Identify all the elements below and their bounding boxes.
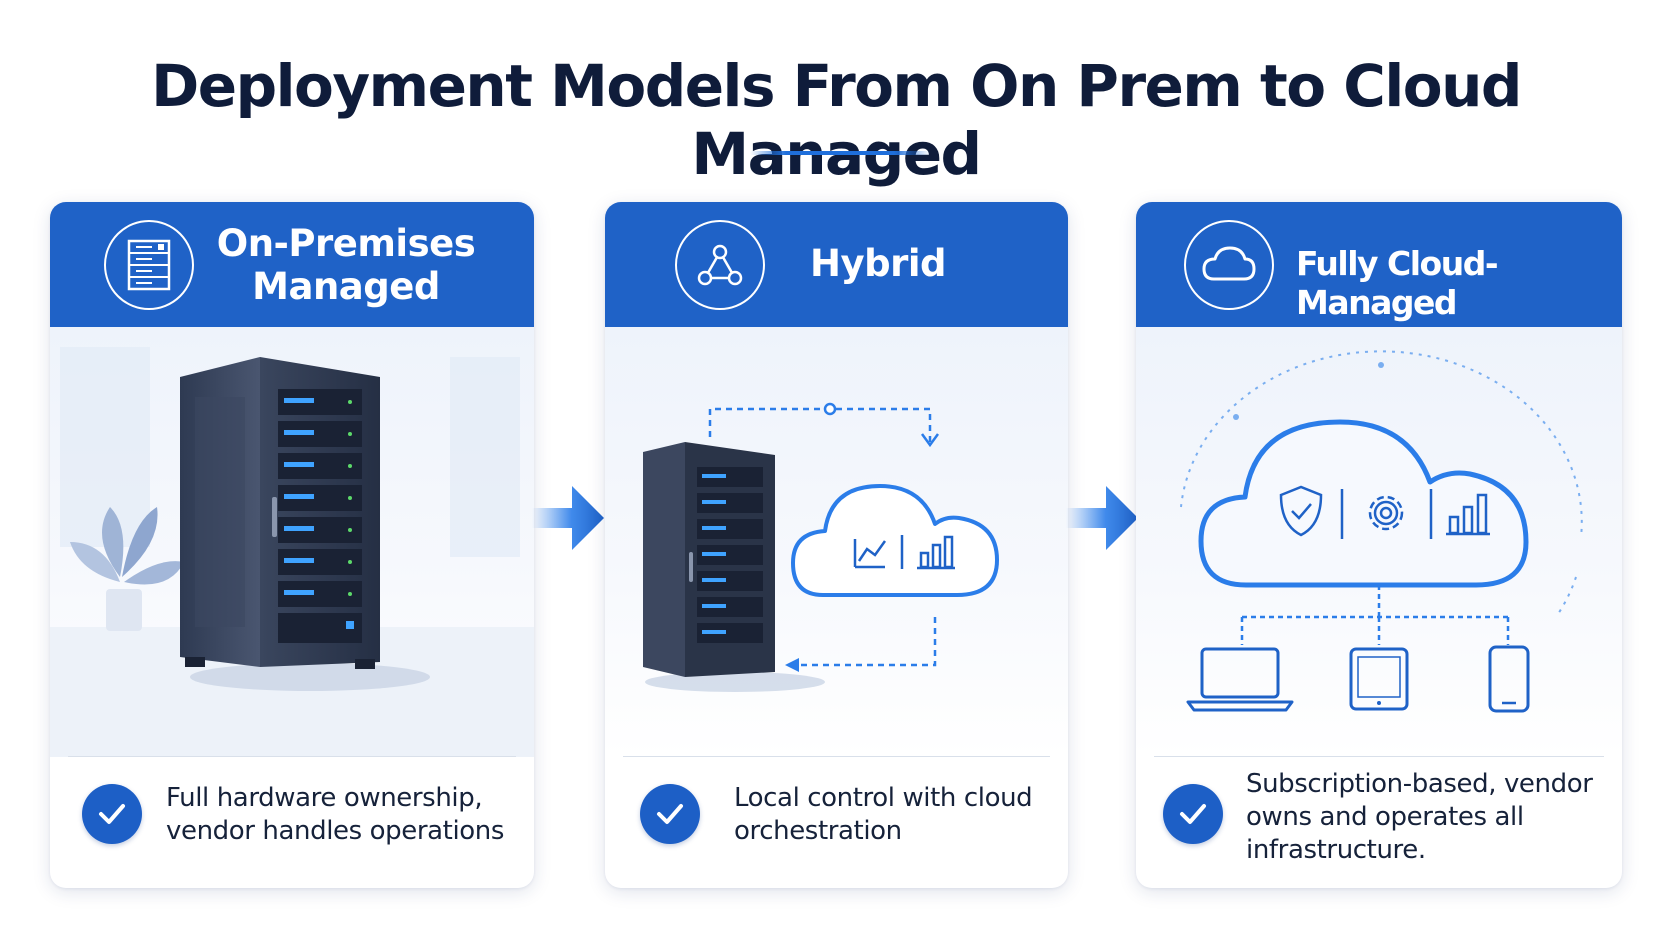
cloud-icon [1198,419,1529,588]
arrow-right-icon [1066,486,1138,550]
card-title: Hybrid [810,242,947,285]
shield-check-icon [1279,485,1323,537]
hybrid-illustration [605,327,1068,757]
check-icon [82,784,142,844]
card-description: Subscription-based, vendor owns and oper… [1246,769,1593,865]
server-unit-lights [697,467,763,643]
cloud-icon [791,484,999,597]
card-title: On-Premises Managed [216,222,476,308]
plant-icon [70,507,184,631]
card-fully-cloud-managed: Fully Cloud-Managed [1136,202,1622,888]
card-title: Fully Cloud-Managed [1296,244,1499,322]
network-nodes-icon [675,220,765,310]
card-title-line1: On-Premises [216,222,476,265]
card-title-line2: Managed [252,265,440,308]
card-divider [1154,756,1604,757]
server-rack-illustration [50,327,534,757]
gear-icon [1368,495,1404,531]
line-chart-icon [853,539,887,569]
bar-chart-icon [917,535,955,570]
card-header: Hybrid [605,202,1068,327]
card-on-premises: On-Premises Managed [50,202,534,888]
phone-icon [1488,645,1530,713]
title-underline [750,151,930,155]
check-icon [1163,784,1223,844]
card-hybrid: Hybrid [605,202,1068,888]
laptop-icon [1186,647,1294,712]
check-icon [640,784,700,844]
card-description: Local control with cloud orchestration [734,783,1033,846]
server-rack-icon [104,220,194,310]
server-unit-lights [278,389,362,643]
cloud-managed-illustration [1136,327,1622,757]
card-divider [623,756,1050,757]
arrow-right-icon [532,486,604,550]
cloud-icon [1184,220,1274,310]
bar-chart-icon [1446,493,1490,536]
card-divider [68,756,516,757]
tablet-icon [1349,647,1409,711]
card-description: Full hardware ownership, vendor handles … [166,783,505,846]
card-header: Fully Cloud-Managed [1136,202,1622,327]
card-header: On-Premises Managed [50,202,534,327]
page-title: Deployment Models From On Prem to Cloud … [151,52,1522,188]
